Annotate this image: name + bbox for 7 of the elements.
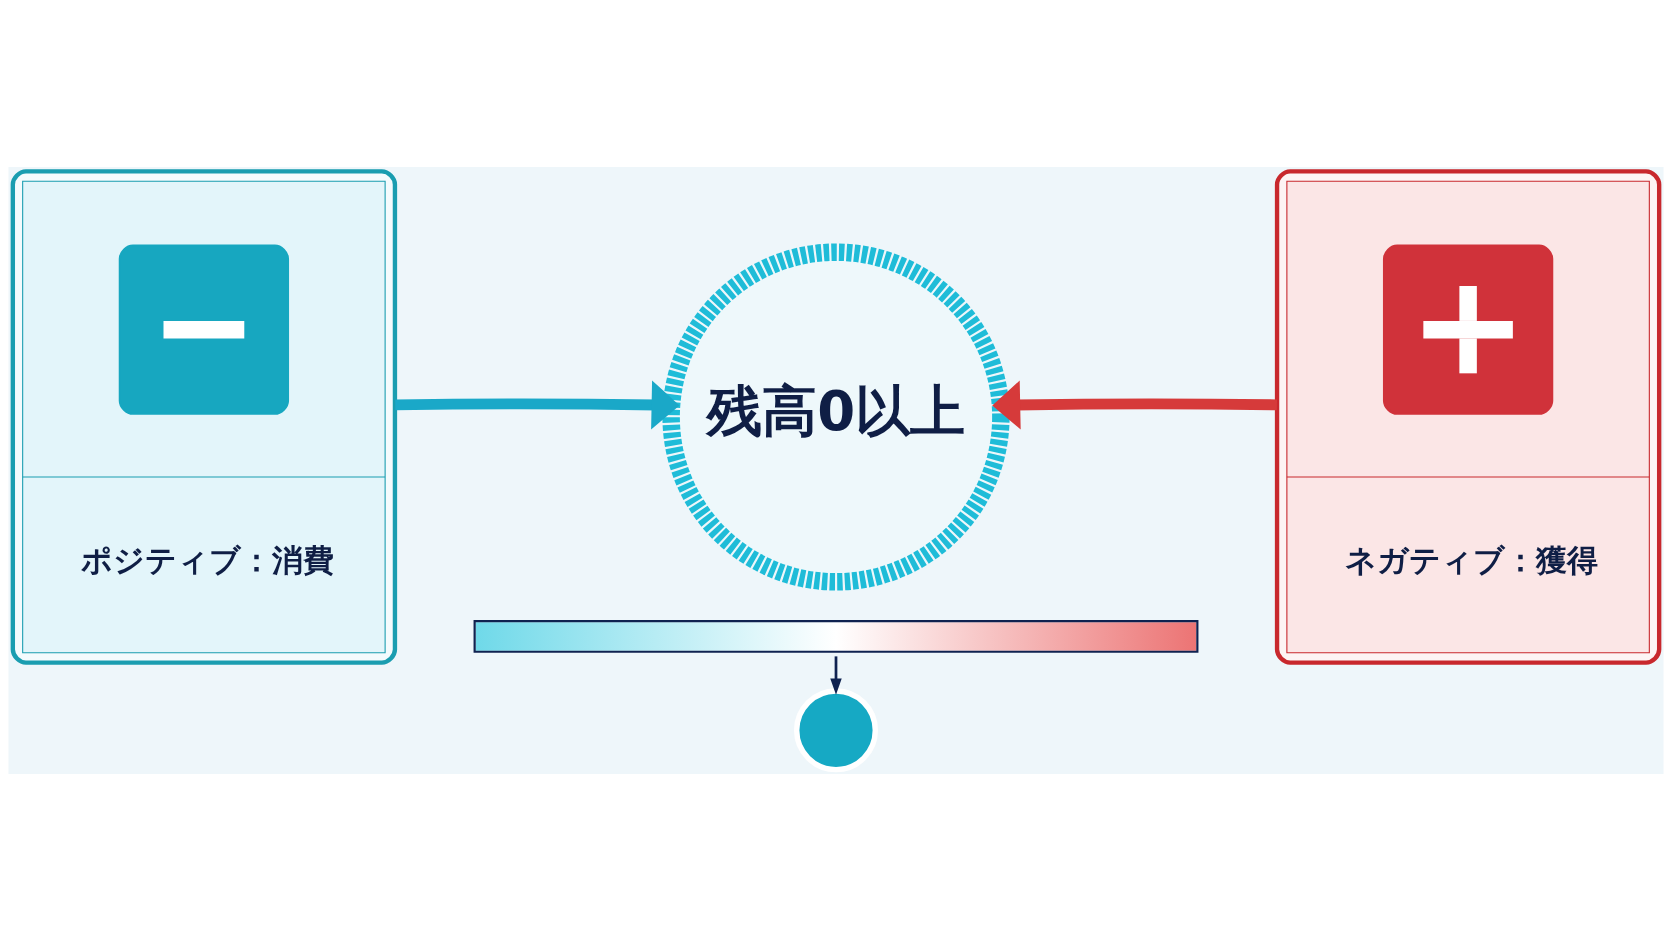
node-box: ネガティブ：獲得 xyxy=(1274,169,1662,665)
arrow xyxy=(992,380,1278,430)
node-circle: 残高0以上 xyxy=(662,243,1010,591)
node-circle xyxy=(793,688,879,773)
arrow xyxy=(830,656,842,695)
arrow xyxy=(395,380,680,430)
node-box: ポジティブ：消費 xyxy=(10,169,398,665)
